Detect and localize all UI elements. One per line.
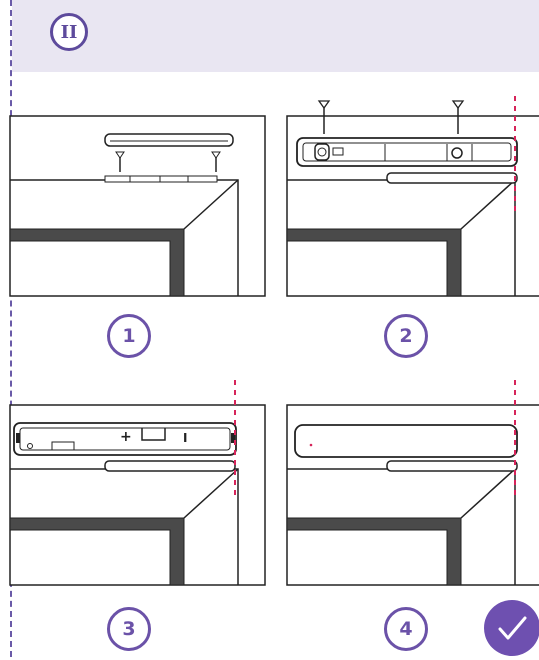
screw-icon [451, 100, 465, 134]
minus-terminal-label: I [183, 431, 187, 445]
section-numeral: II [60, 21, 78, 43]
step-1-badge: 1 [107, 314, 151, 358]
step-1-number: 1 [122, 325, 136, 347]
checkmark-badge [484, 600, 539, 656]
step-4-badge: 4 [384, 607, 428, 651]
section-badge: II [50, 13, 88, 51]
step-2-illustration [286, 96, 539, 297]
step-4-number: 4 [399, 618, 413, 640]
led-indicator [309, 443, 313, 447]
screw-icon [115, 151, 125, 172]
screw-icon [211, 151, 221, 172]
step-2-badge: 2 [384, 314, 428, 358]
screw-icon [317, 100, 331, 134]
step-1-illustration [9, 115, 266, 297]
plus-terminal-label: + [120, 429, 132, 445]
header-band [12, 0, 539, 72]
step-2-number: 2 [399, 325, 413, 347]
step-3-badge: 3 [107, 607, 151, 651]
step-3-number: 3 [122, 618, 136, 640]
margin-dashed-rule [10, 0, 12, 657]
step-4-illustration [286, 380, 539, 586]
step-3-illustration: + I [9, 380, 266, 586]
checkmark-icon [498, 616, 527, 640]
